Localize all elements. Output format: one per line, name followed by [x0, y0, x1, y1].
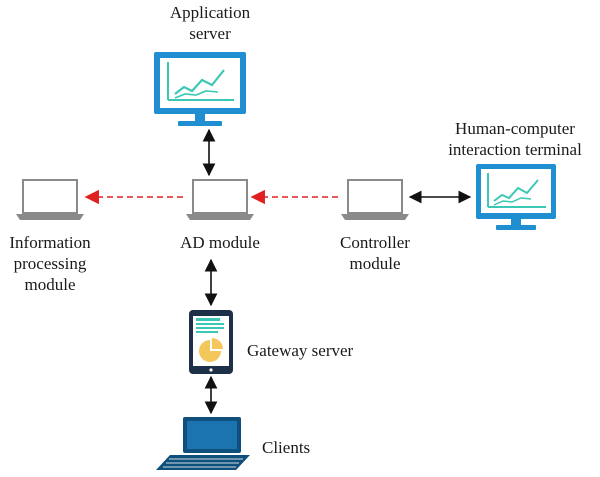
line-chart-icon [487, 173, 546, 208]
info-processing-label: Information processing module [9, 233, 91, 294]
line-chart-icon [167, 62, 234, 101]
ad-module-label: AD module [180, 233, 260, 252]
controller-label: Controller module [340, 233, 410, 273]
hci-terminal-label: Human-computer interaction terminal [448, 119, 582, 159]
controller-laptop-icon [341, 179, 409, 220]
gateway-tablet-icon [189, 310, 233, 374]
information-processing-laptop-icon [16, 179, 84, 220]
clients-label: Clients [262, 438, 311, 457]
pie-chart-icon [199, 338, 223, 362]
clients-laptop-icon [156, 417, 250, 470]
application-server-monitor-icon [154, 52, 246, 126]
ad-module-laptop-icon [186, 179, 254, 220]
application-server-label: Application server [169, 3, 251, 43]
hci-terminal-monitor-icon [476, 164, 556, 230]
gateway-server-label: Gateway server [247, 341, 354, 360]
